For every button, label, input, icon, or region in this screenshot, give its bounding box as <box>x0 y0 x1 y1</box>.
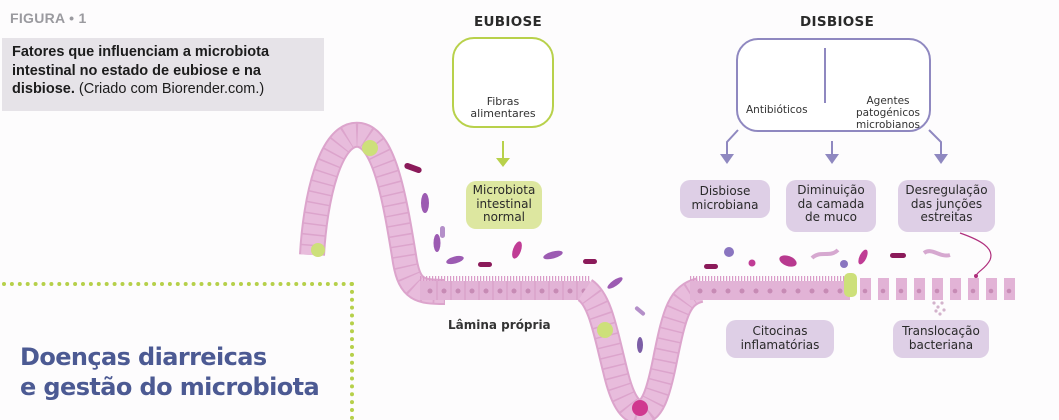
villus-left <box>299 121 446 305</box>
disbiose-box-divider <box>824 48 826 103</box>
caption-credit-text: (Criado com Biorender.com.) <box>74 81 265 97</box>
pathogens-label-line3: microbianos <box>856 119 920 131</box>
consequence-line: bacteriana <box>908 337 974 352</box>
disbiose-factor-box: Antibióticos Agentes patogénicos microbi… <box>736 38 931 132</box>
effect-line: estreitas <box>920 210 973 224</box>
dotted-divider-horizontal <box>2 282 354 286</box>
dietary-fiber-label-line2: alimentares <box>470 107 536 120</box>
figure-caption: Fatores que influenciam a microbiota int… <box>2 38 324 111</box>
bacteria-disbiose <box>704 247 951 269</box>
epithelium-leaky-junctions <box>860 278 1015 300</box>
effect-line: Disbiose <box>699 184 751 198</box>
caption-bold-text: Fatores que influenciam a microbiota int… <box>12 44 270 97</box>
figure-label: FIGURA • 1 <box>10 10 87 26</box>
consequence-bacterial-translocation: Translocação bacteriana <box>893 320 989 358</box>
pathogens-label: Agentes patogénicos microbianos <box>848 95 928 131</box>
effect-line: Diminuição <box>797 183 865 197</box>
normal-microbiota-line2: intestinal <box>476 196 532 211</box>
arrow-disbiose-left <box>720 129 739 164</box>
disbiose-heading: DISBIOSE <box>800 14 875 30</box>
normal-microbiota-box: Microbiota intestinal normal <box>466 181 542 229</box>
effect-line: de muco <box>804 210 858 224</box>
goblet-cell <box>844 273 857 297</box>
goblet-cell <box>597 322 613 338</box>
eubiose-heading: EUBIOSE <box>474 14 543 30</box>
effect-line: microbiana <box>691 197 759 212</box>
antibiotics-label: Antibióticos <box>746 104 808 116</box>
dietary-fiber-label-line1: Fibras <box>486 95 520 108</box>
section-title-line1: Doenças diarreicas <box>20 343 267 371</box>
goblet-cell <box>362 140 378 156</box>
normal-microbiota-line1: Microbiota <box>472 183 536 197</box>
eubiose-factor-box: Fibras alimentares <box>452 37 554 128</box>
normal-microbiota-line3: normal <box>482 210 526 224</box>
arrow-disbiose-center <box>825 141 839 164</box>
section-title: Doenças diarreicas e gestão do microbiot… <box>20 342 320 402</box>
consequence-line: inflamatórias <box>740 337 820 352</box>
effect-mucus-reduction: Diminuição da camada de muco <box>786 180 876 232</box>
pathogens-label-line1: Agentes <box>866 95 910 107</box>
crypt <box>576 277 704 420</box>
lamina-propria-label: Lâmina própria <box>448 318 551 332</box>
paneth-cell <box>632 400 648 416</box>
arrow-eubiose-down <box>496 141 510 167</box>
goblet-cell <box>311 243 325 257</box>
section-title-line2: e gestão do microbiota <box>20 373 320 401</box>
consequence-inflammatory-cytokines: Citocinas inflamatórias <box>726 320 834 358</box>
dotted-divider-vertical <box>350 282 354 420</box>
pathogens-label-line2: patogénicos <box>855 107 920 119</box>
epithelium-flat-left <box>420 276 590 300</box>
effect-line: da camada <box>797 196 865 211</box>
consequence-line: Citocinas <box>752 324 808 338</box>
translocating-bacteria <box>932 301 946 316</box>
epithelium-flat-right <box>690 273 857 300</box>
effect-tight-junction-dysregulation: Desregulação das junções estreitas <box>898 180 995 232</box>
consequence-line: Translocação <box>902 324 980 338</box>
effect-microbial-dysbiosis: Disbiose microbiana <box>680 180 770 218</box>
arrow-disbiose-right <box>928 129 948 164</box>
effect-line: Desregulação <box>905 183 988 197</box>
effect-line: das junções <box>910 196 983 211</box>
junction-indicator-line <box>959 232 992 279</box>
dietary-fiber-label: Fibras alimentares <box>454 96 552 120</box>
